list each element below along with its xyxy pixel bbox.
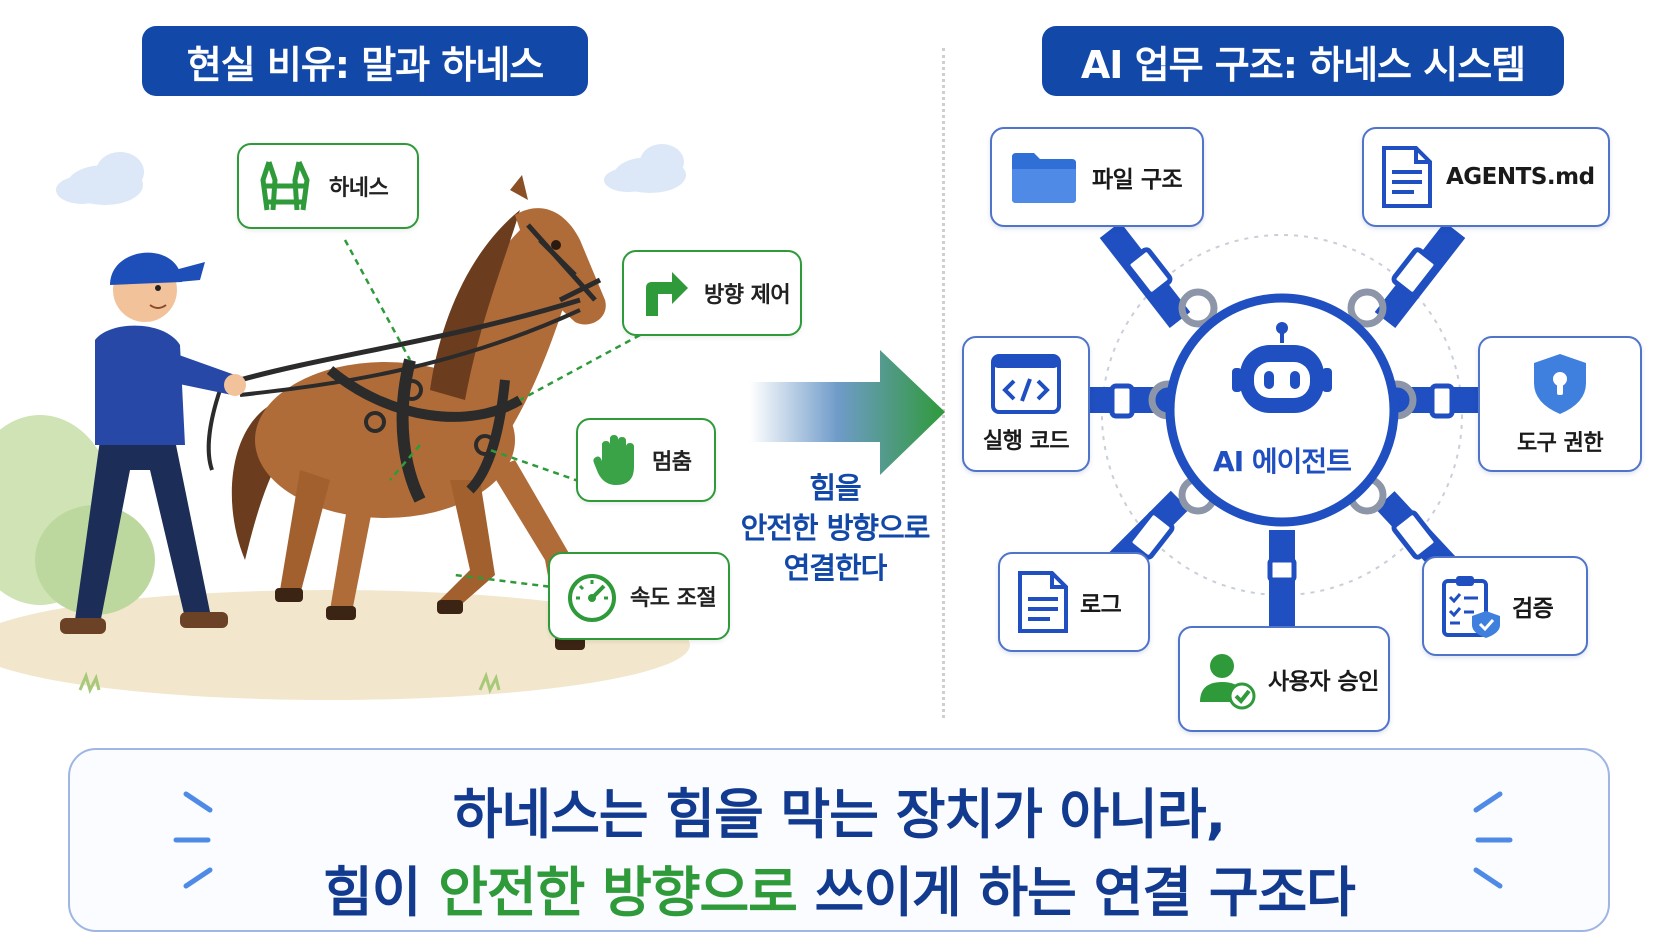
turn-right-arrow-icon [646,272,688,316]
node-tool-permission-label: 도구 권한 [1516,431,1604,456]
label-speed: 속도 조절 [548,552,730,640]
node-verification-label: 검증 [1512,596,1554,622]
section-divider [942,48,945,718]
code-window-icon [991,354,1061,414]
center-caption-line2: 안전한 방향으로 [740,511,931,545]
node-file-structure: 파일 구조 [990,127,1204,227]
bottom-message-line1: 하네스는 힘을 막는 장치가 아니라, [452,783,1226,846]
cloud-icon [604,144,686,193]
log-document-icon [1018,571,1068,633]
hub-label: AI 에이전트 [1213,445,1352,478]
node-agents-md-label: AGENTS.md [1446,164,1595,190]
node-exec-code-label: 실행 코드 [982,429,1070,454]
label-direction: 방향 제어 [622,250,802,336]
harness-icon [260,160,310,211]
center-caption-line3: 연결한다 [783,551,888,585]
horse-illustration [0,144,690,700]
node-agents-md: AGENTS.md [1362,127,1610,227]
bottom-message-box: 하네스는 힘을 막는 장치가 아니라, 힘이 안전한 방향으로 쓰이게 하는 연… [68,748,1610,932]
cloud-icon [56,152,144,205]
speedometer-icon [568,574,616,622]
label-stop-text: 멈춤 [652,450,692,475]
node-verification: 검증 [1422,556,1588,656]
handler-person [60,252,246,634]
node-user-approval: 사용자 승인 [1178,626,1390,732]
center-caption: 힘을 안전한 방향으로 연결한다 [720,468,950,588]
node-log: 로그 [998,552,1150,652]
label-direction-text: 방향 제어 [704,283,791,308]
robot-icon [1232,322,1332,413]
hand-stop-icon [593,435,634,485]
transition-arrow-icon [750,350,945,475]
label-stop: 멈춤 [576,418,716,502]
right-title: AI 업무 구조: 하네스 시스템 [1042,26,1564,96]
document-icon [1382,146,1432,208]
bottom-line2-part2: 쓰이게 하는 연결 구조다 [796,861,1356,924]
label-harness-text: 하네스 [329,176,389,201]
node-user-approval-label: 사용자 승인 [1268,669,1379,695]
shield-lock-icon [1534,354,1586,414]
user-check-icon [1200,654,1256,710]
left-title: 현실 비유: 말과 하네스 [142,26,588,96]
node-exec-code: 실행 코드 [962,336,1090,472]
node-log-label: 로그 [1080,592,1122,618]
hub-diagram [1090,222,1485,630]
bottom-line2-highlight: 안전한 방향으로 [438,861,798,924]
bottom-message-line2: 힘이 안전한 방향으로 쓰이게 하는 연결 구조다 [70,848,1608,927]
bottom-line2-part1: 힘이 [323,861,439,924]
label-speed-text: 속도 조절 [630,586,717,611]
node-file-structure-label: 파일 구조 [1092,167,1183,193]
node-tool-permission: 도구 권한 [1478,336,1642,472]
sparkle-right-icon [1473,791,1513,889]
sparkle-left-icon [173,791,213,889]
checklist-shield-icon [1442,576,1500,638]
label-harness: 하네스 [237,143,419,229]
center-caption-line1: 힘을 [809,471,861,505]
folder-icon [1012,153,1076,203]
